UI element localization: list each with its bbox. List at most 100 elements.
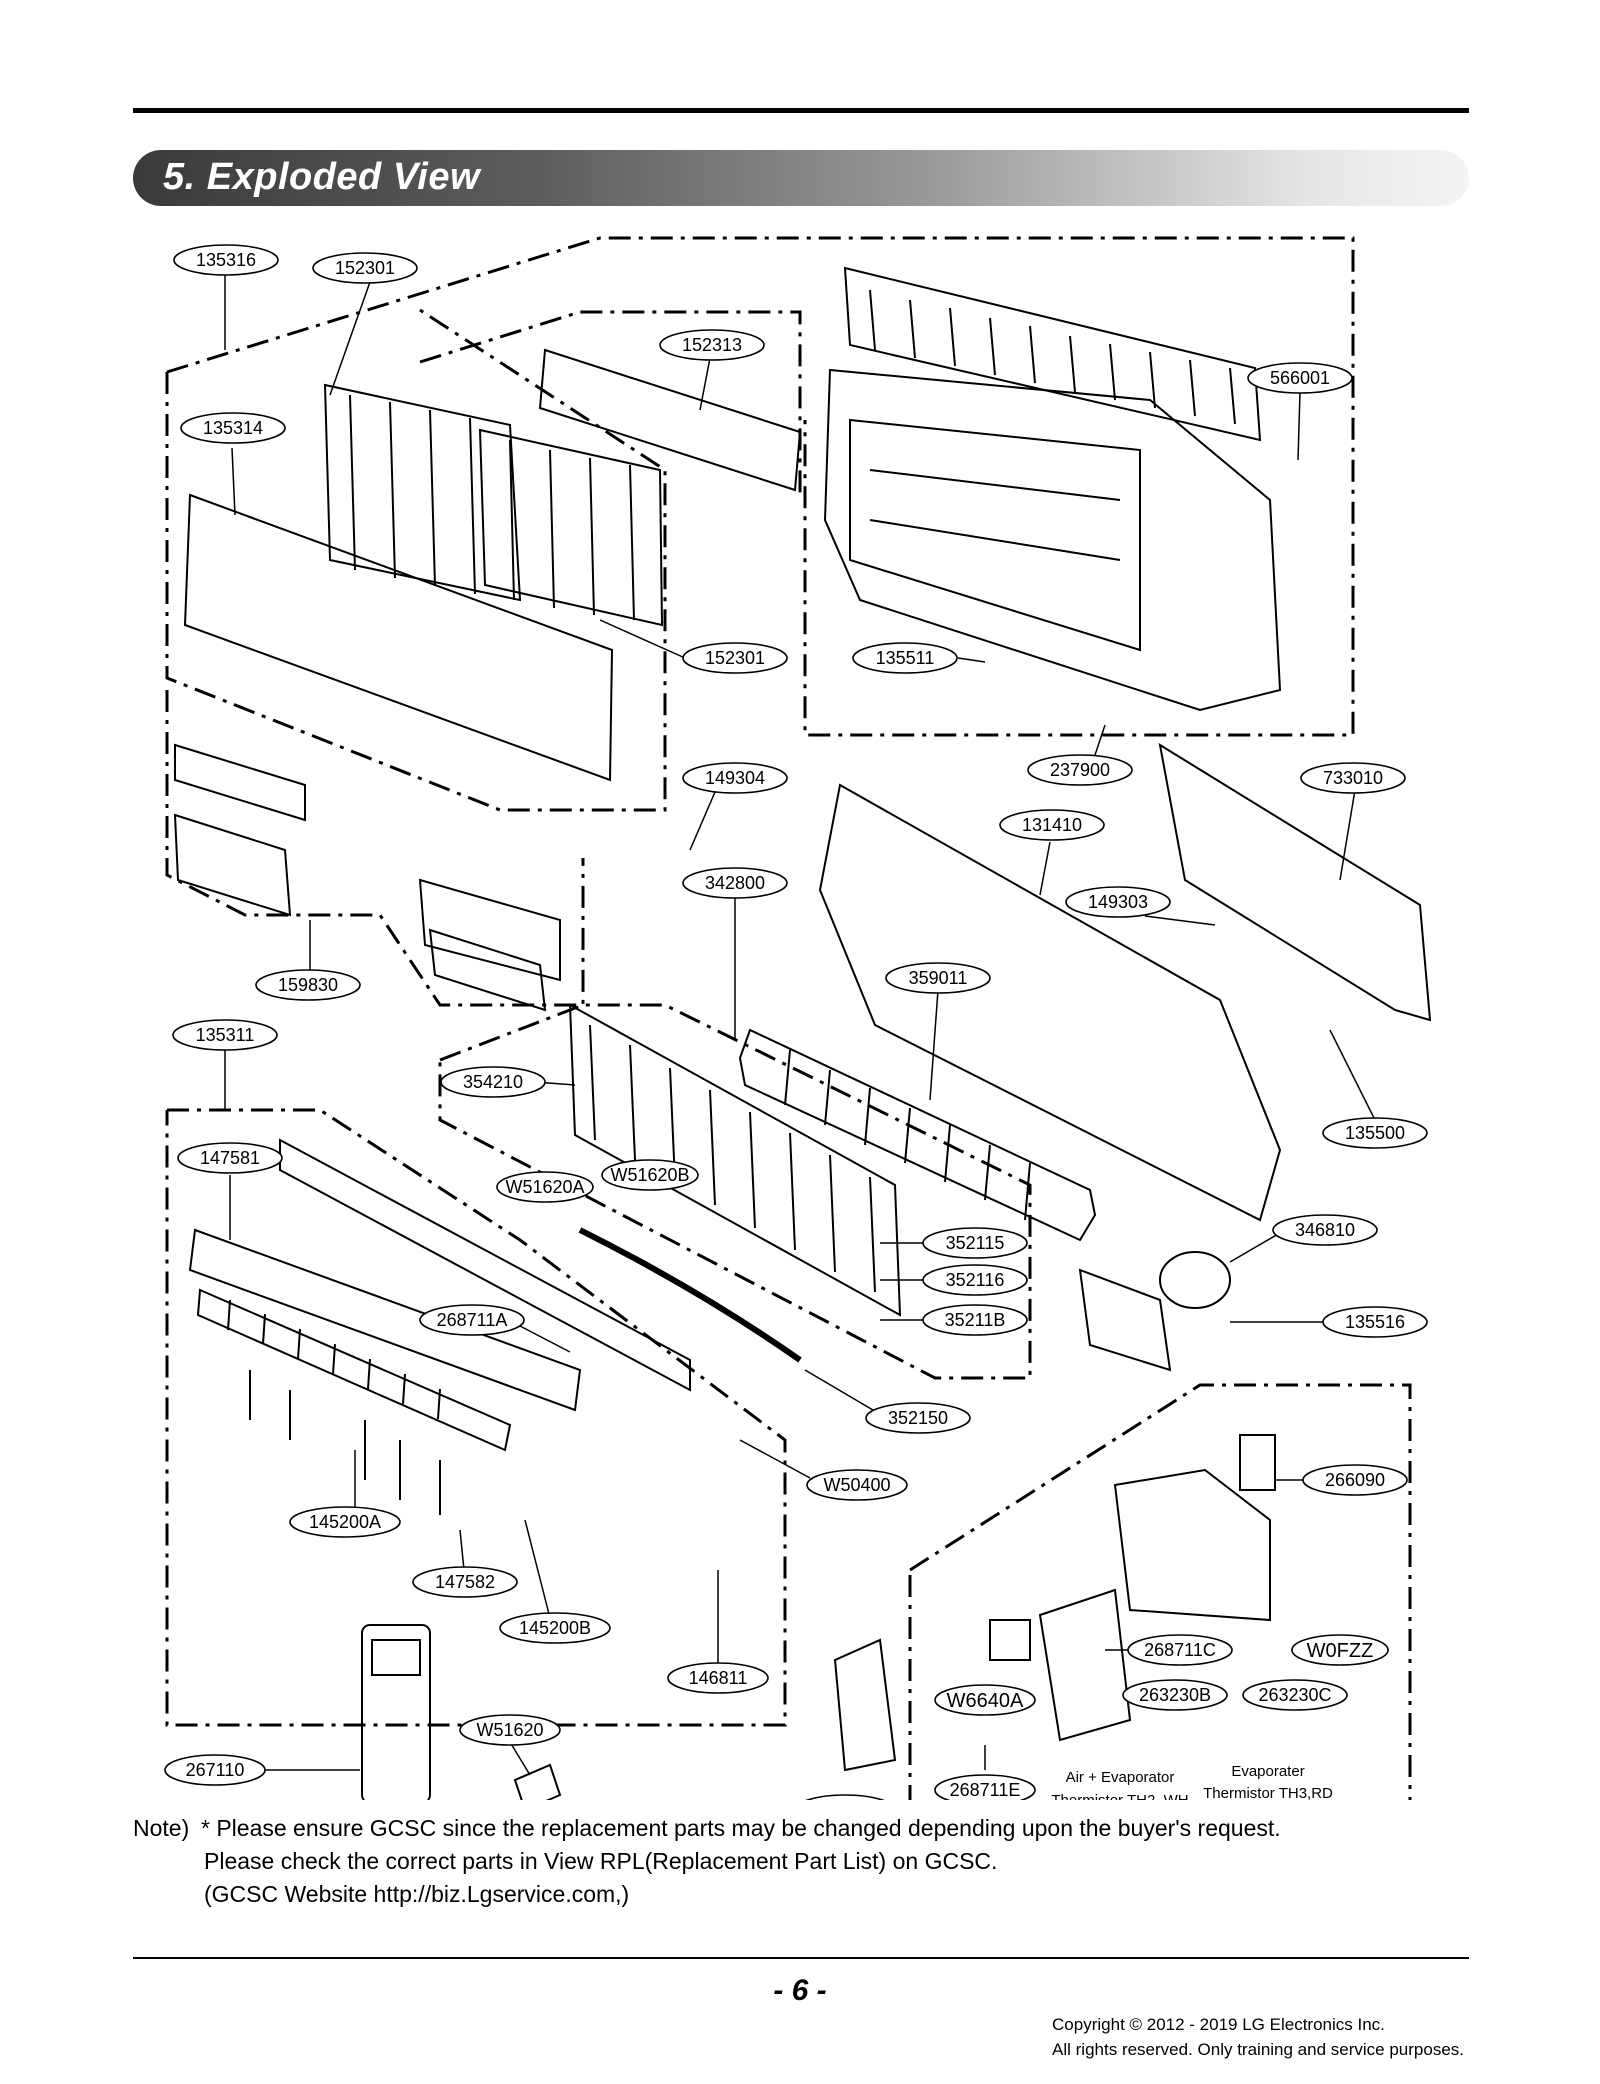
leader-152301b [599,619,686,659]
leader-149304 [689,791,716,851]
part-label-135500: 135500 [1322,1117,1428,1149]
part-number: 35211B [945,1310,1006,1330]
part-number: 135500 [1345,1123,1405,1143]
part-number: W51620B [610,1165,689,1185]
copyright-line-1: Copyright © 2012 - 2019 LG Electronics I… [1052,2015,1385,2034]
copyright-line-2: All rights reserved. Only training and s… [1052,2040,1464,2059]
evaporator-fins [589,1024,876,1293]
side-bracket-left-part [173,743,306,917]
leader-152313 [699,357,711,411]
caption-evaporator-line1: Evaporater [1231,1763,1304,1780]
leader-359011 [929,989,939,1101]
leader-733010 [1339,789,1356,881]
part-number: 152313 [682,335,742,355]
vane-set-part [196,1288,512,1452]
leader-268711A [519,1325,571,1353]
swing-links-part [249,1370,441,1515]
part-label-237900: 237900 [1027,754,1133,786]
part-label-268711A: 268711A [419,1304,525,1336]
note-lead: Note) [133,1815,190,1841]
filter-strip-part [538,348,802,492]
part-label-152301b: 152301 [682,642,788,674]
part-label-135314: 135314 [180,412,286,444]
leader-W51620 [509,1741,531,1776]
part-number: 733010 [1323,768,1383,788]
part-label-W0FZZ: W0FZZ [1291,1634,1389,1666]
part-number: 268711C [1144,1640,1216,1660]
front-grille-part [843,266,1262,442]
thermistor-captions: Air + Evaporator Thermistor TH2, WH Evap… [1051,1763,1333,1800]
part-label-135316: 135316 [173,244,279,276]
part-label-147582: 147582 [412,1566,518,1598]
top-rule [133,108,1469,113]
front-panel-part [183,493,614,782]
part-number: 263230C [1258,1685,1331,1705]
part-number: 147582 [435,1572,495,1592]
front-grille-slats [869,289,1236,425]
copyright: Copyright © 2012 - 2019 LG Electronics I… [1052,2012,1464,2062]
pcb-part [1038,1588,1132,1742]
part-number: W51620 [476,1720,543,1740]
part-label-266090: 266090 [1302,1464,1408,1496]
part-label-W51620: W51620 [459,1714,561,1746]
part-number: 145200B [519,1618,591,1638]
air-filter-right-part [478,428,664,627]
leader-566001 [1297,391,1301,461]
part-number: 268711A [437,1310,508,1330]
part-label-159830: 159830 [255,969,361,1001]
part-label-146811: 146811 [667,1662,769,1694]
part-label-342800: 342800 [682,867,788,899]
part-label-263230C: 263230C [1242,1679,1348,1711]
part-number: 267110 [186,1760,245,1780]
part-number: 352116 [946,1270,1005,1290]
leader-135314 [231,447,236,516]
fan-motor-part [1159,1251,1231,1309]
part-label-135516: 135516 [1322,1306,1428,1338]
control-box-case-part [1113,1468,1271,1622]
part-label-135511: 135511 [852,642,958,674]
part-number: 147581 [200,1148,260,1168]
part-label-566001: 566001 [1247,362,1353,394]
caption-air-evaporator-line2: Thermistor TH2, WH [1051,1792,1188,1800]
leader-135500 [1329,1029,1376,1121]
part-label-354210: 354210 [440,1066,546,1098]
control-box-cover-part [833,1638,897,1772]
cabinet-body-part [823,368,1282,712]
part-label-W6640A: W6640A [934,1684,1036,1716]
remote-holder-part [513,1763,562,1800]
group-control-box-outline [908,1383,1412,1800]
part-number: 566001 [1270,368,1330,388]
part-label-W51620A: W51620A [496,1171,594,1203]
remote-controller-part [361,1624,431,1800]
part-label-W50400: W50400 [806,1469,908,1501]
leader-131410 [1039,841,1051,896]
install-plate-part [1158,742,1432,1022]
part-label-263230B: 263230B [1122,1679,1228,1711]
part-label-131410: 131410 [999,809,1105,841]
main-chassis-part [818,783,1282,1222]
side-bracket-right-part [418,878,561,1012]
air-filter-left-part [323,383,522,602]
part-number: W51620A [505,1177,584,1197]
part-label-152313: 152313 [659,329,765,361]
part-label-W51620B: W51620B [601,1159,699,1191]
leader-135511 [957,657,986,663]
leader-152301a [329,281,371,396]
part-number: 149304 [705,768,765,788]
group-filter-frame-outline [419,310,802,500]
part-labels: 135316 152301 152313 566001 135314 15230… [164,244,1428,1800]
part-number: 135314 [203,418,263,438]
part-label-352116: 352116 [922,1264,1028,1296]
leader-352150 [804,1369,879,1414]
transformer-part [1239,1434,1276,1491]
caption-air-evaporator-line1: Air + Evaporator [1066,1769,1175,1786]
part-label-145200B: 145200B [499,1612,611,1644]
part-label-35211B: 35211B [922,1304,1028,1336]
group-evaporator-outline [438,1003,1032,1380]
part-label-352115: 352115 [922,1227,1028,1259]
page-number: - 6 - [773,1974,827,2007]
part-number: 152301 [335,258,395,278]
group-front-grille-outline [165,308,667,812]
group-louver-outline [165,1108,787,1727]
part-number: 237900 [1050,760,1110,780]
